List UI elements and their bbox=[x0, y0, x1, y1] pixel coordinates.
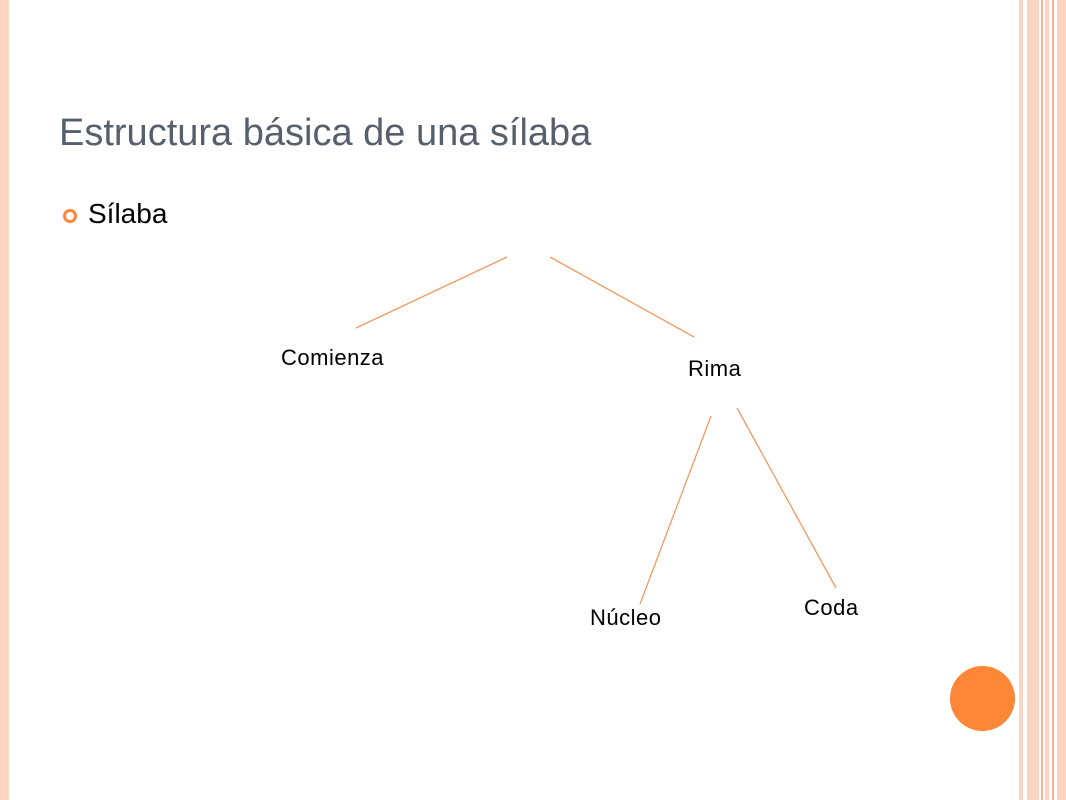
branch-onset bbox=[355, 256, 508, 329]
slide-title: Estructura básica de una sílaba bbox=[59, 112, 592, 154]
stripe bbox=[1045, 0, 1049, 800]
stripe bbox=[1027, 0, 1039, 800]
stripe bbox=[1019, 0, 1023, 800]
node-nucleus: Núcleo bbox=[590, 605, 661, 630]
stripe bbox=[1041, 0, 1043, 800]
node-onset: Comienza bbox=[281, 345, 384, 370]
branch-nucleus bbox=[639, 415, 712, 605]
left-border-stripe bbox=[0, 0, 9, 800]
stripe bbox=[1052, 0, 1054, 800]
branch-rhyme bbox=[549, 256, 695, 338]
branch-coda bbox=[736, 407, 837, 589]
ring-bullet-icon bbox=[63, 209, 77, 223]
stripe bbox=[1057, 0, 1066, 800]
right-border-stripes bbox=[1019, 0, 1066, 800]
node-rhyme: Rima bbox=[688, 356, 742, 381]
bullet-item: Sílaba bbox=[62, 198, 167, 230]
node-coda: Coda bbox=[804, 595, 859, 620]
bullet-text: Sílaba bbox=[88, 198, 168, 229]
orange-circle-icon bbox=[950, 666, 1015, 731]
